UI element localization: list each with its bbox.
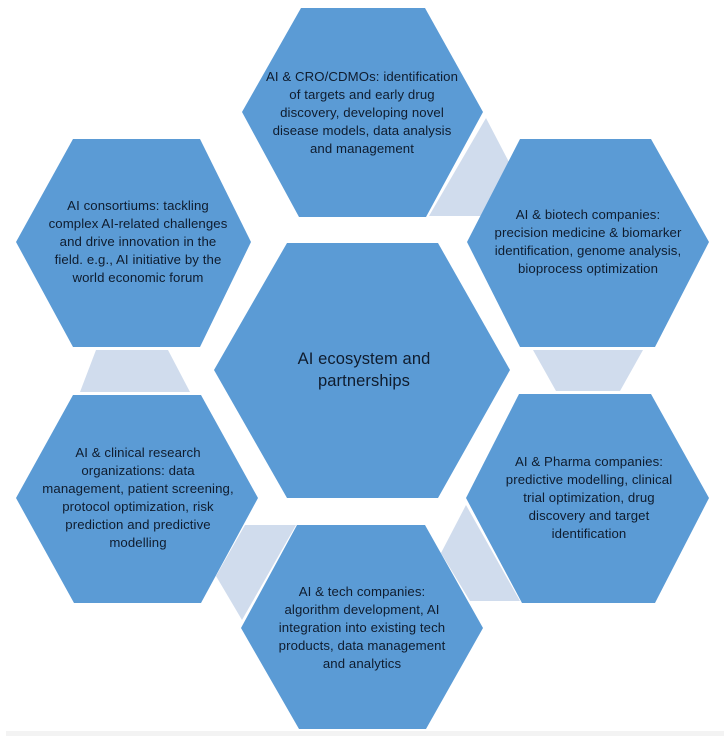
hexagon-lower-left-label: AI & clinical research organizations: da… xyxy=(40,426,236,570)
node-text: AI & Pharma companies: predictive modell… xyxy=(505,454,673,541)
hexagon-lower-right xyxy=(466,394,709,603)
node-text: AI & clinical research organizations: da… xyxy=(42,445,234,550)
connector-lower-right-bottom xyxy=(441,505,520,601)
node-text: AI consortiums: tackling complex AI-rela… xyxy=(48,198,228,285)
hexagon-top xyxy=(242,8,483,217)
node-text: AI & biotech companies: precision medici… xyxy=(494,207,682,276)
hexagon-center xyxy=(214,243,510,498)
center-text: AI ecosystem and partnerships xyxy=(297,350,431,390)
hexagon-upper-left-label: AI consortiums: tackling complex AI-rela… xyxy=(46,170,230,314)
connector-top-upper-right xyxy=(429,118,510,216)
hexagon-upper-right xyxy=(467,139,709,347)
connector-upper-left-lower-left xyxy=(80,350,190,392)
bottom-strip xyxy=(6,731,724,736)
hexagon-bottom-label: AI & tech companies: algorithm developme… xyxy=(272,556,452,700)
node-text: AI & CRO/CDMOs: identification of target… xyxy=(265,69,459,156)
hexagon-bottom xyxy=(241,525,483,729)
connector-upper-right-lower-right xyxy=(533,350,643,391)
hexagon-lower-right-label: AI & Pharma companies: predictive modell… xyxy=(498,426,680,570)
hexagon-lower-left xyxy=(16,395,258,603)
hexagon-top-label: AI & CRO/CDMOs: identification of target… xyxy=(262,36,462,190)
hexagon-upper-right-label: AI & biotech companies: precision medici… xyxy=(490,170,686,314)
hexagon-center-label: AI ecosystem and partnerships xyxy=(272,330,456,410)
hexagon-upper-left xyxy=(16,139,251,347)
connector-bottom-lower-left xyxy=(216,525,296,620)
node-text: AI & tech companies: algorithm developme… xyxy=(278,584,446,671)
